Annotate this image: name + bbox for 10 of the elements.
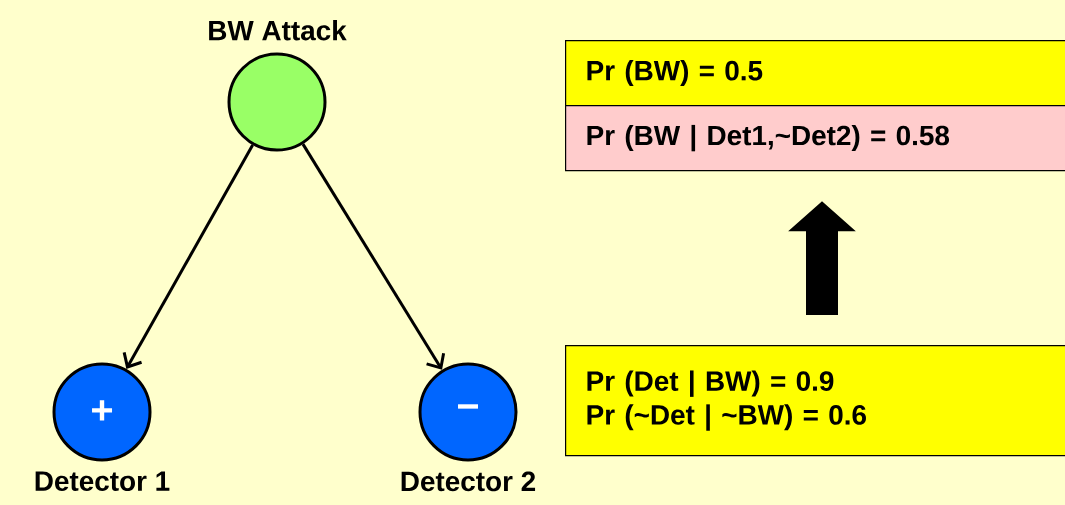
sign: + [92, 400, 113, 421]
text-box: Pr (BW) = 0.5 [565, 40, 1065, 107]
node-label: Detector 1 [35, 471, 170, 491]
text-box: Pr (Det | BW) = 0.9 Pr (~Det | ~BW) = 0.6 [565, 345, 1065, 457]
sign: − [458, 404, 478, 409]
arrow [122, 144, 254, 369]
arrow [301, 143, 446, 370]
text-box: Pr (BW | Det1,~Det2) = 0.58 [565, 105, 1065, 172]
node-label: Detector 2 [401, 471, 536, 492]
node-label: BW Attack [209, 20, 347, 41]
